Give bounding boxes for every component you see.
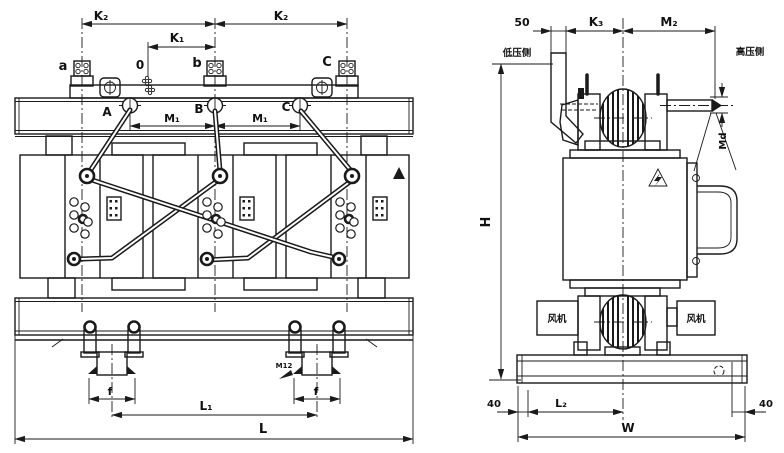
zero-position-label: 0: [136, 58, 144, 72]
side-bottom-dimensions: 40 L₂ 40 W: [487, 362, 773, 442]
lv-terminal-pads: [70, 60, 359, 87]
dim-l2-label: L₂: [555, 397, 567, 410]
dim-w-label: W: [621, 421, 634, 435]
base-skid: [516, 354, 748, 384]
zero-position-bolts: [141, 75, 156, 96]
dim-h-label: H: [479, 217, 494, 228]
fan-right-label: 风机: [686, 313, 706, 325]
hazard-triangle-icon: [648, 168, 668, 187]
block3-terminals: [331, 167, 361, 267]
dim-m1-right-label: M₁: [252, 112, 268, 125]
lv-terminal-a-label: a: [59, 59, 68, 74]
dim-k2-right-label: K₂: [274, 9, 289, 23]
bottom-clamp-assembly: 风机 风机: [536, 279, 716, 356]
dim-40-right-label: 40: [759, 399, 773, 410]
dim-md-label: Md: [718, 132, 729, 149]
dim-m2-label: M₂: [660, 15, 677, 29]
fan-left: 风机: [536, 300, 579, 336]
lv-pad-b: [203, 60, 227, 87]
fan-left-label: 风机: [547, 313, 567, 325]
hv-terminal-a-label: A: [102, 105, 112, 119]
lifting-hole-icon-left: [99, 77, 121, 98]
lv-busbar: [550, 52, 598, 145]
side-handle: [692, 174, 738, 265]
nameplate: [106, 196, 122, 221]
dim-m1-left-label: M₁: [164, 112, 180, 125]
bolt-note-arrow: [279, 370, 293, 379]
ground-symbol-icon: [713, 365, 725, 377]
hv-terminal-c: [289, 97, 311, 114]
top-dimensions: K₂ K₂ K₁: [81, 9, 348, 77]
main-body: [562, 157, 738, 281]
nameplate: [239, 196, 255, 221]
side-view: 50 K₃ M₂ 低压侧 高压侧 H: [479, 15, 773, 442]
dim-l-label: L: [259, 422, 267, 437]
front-view: K₂ K₂ K₁ a 0 b C: [14, 9, 414, 444]
tap-cluster: [335, 197, 359, 239]
hv-side-label: 高压侧: [736, 46, 765, 58]
bottom-spacer-blocks: [47, 277, 386, 299]
roller-right: [285, 320, 349, 376]
tap-cluster: [69, 197, 93, 239]
weld-tick: [51, 338, 64, 348]
weld-tick: [365, 338, 378, 348]
winding-terminals: [66, 167, 361, 267]
dim-f-right-label: f: [314, 385, 319, 398]
top-clamp-strip: [69, 75, 359, 99]
hv-terminal-a: [119, 97, 141, 114]
top-clamp-assembly: [559, 73, 737, 172]
block1-terminals: [66, 167, 96, 267]
warning-triangle-icon: [393, 167, 405, 179]
md-dimension: Md: [710, 83, 729, 150]
block2-terminals: [199, 167, 229, 267]
dim-k3-label: K₃: [589, 15, 604, 29]
hv-terminal-b: [204, 97, 226, 114]
hv-terminal-c-label: C: [282, 100, 291, 114]
dim-l1-label: L₁: [200, 399, 213, 413]
lifting-hole-icon-right: [311, 77, 333, 98]
hv-terminal-b-label: B: [194, 102, 203, 116]
nameplate-dots: [242, 200, 251, 217]
dim-50-label: 50: [514, 16, 530, 29]
dim-k2-left-label: K₂: [94, 9, 109, 23]
dim-f-left-label: f: [108, 385, 113, 398]
h-dimension: H: [479, 63, 553, 381]
lv-terminal-b-label: b: [192, 56, 201, 71]
dim-k1-label: K₁: [170, 31, 185, 45]
nameplate-dots: [109, 200, 118, 217]
m1-dimensions: M₁ M₁: [129, 112, 301, 130]
lv-pad-a: [70, 60, 94, 87]
roller-left: [80, 320, 144, 376]
front-bottom-dimensions: f f M12 L₁ L: [14, 335, 414, 444]
lv-terminal-c-label: C: [322, 55, 332, 70]
lv-side-label: 低压侧: [502, 47, 532, 59]
connection-busbars: [78, 107, 355, 263]
nameplate-dots: [375, 200, 384, 217]
tap-cluster: [202, 197, 226, 239]
lv-pad-c: [335, 60, 359, 87]
hv-terminals: A B C: [102, 97, 311, 119]
dim-40-left-label: 40: [487, 399, 501, 410]
lower-clamp-beam: [14, 297, 414, 348]
bolt-note-label: M12: [276, 362, 293, 370]
side-top-dimensions: 50 K₃ M₂ 低压侧 高压侧: [502, 15, 765, 99]
fan-right: 风机: [666, 300, 716, 336]
nameplate: [372, 196, 388, 221]
